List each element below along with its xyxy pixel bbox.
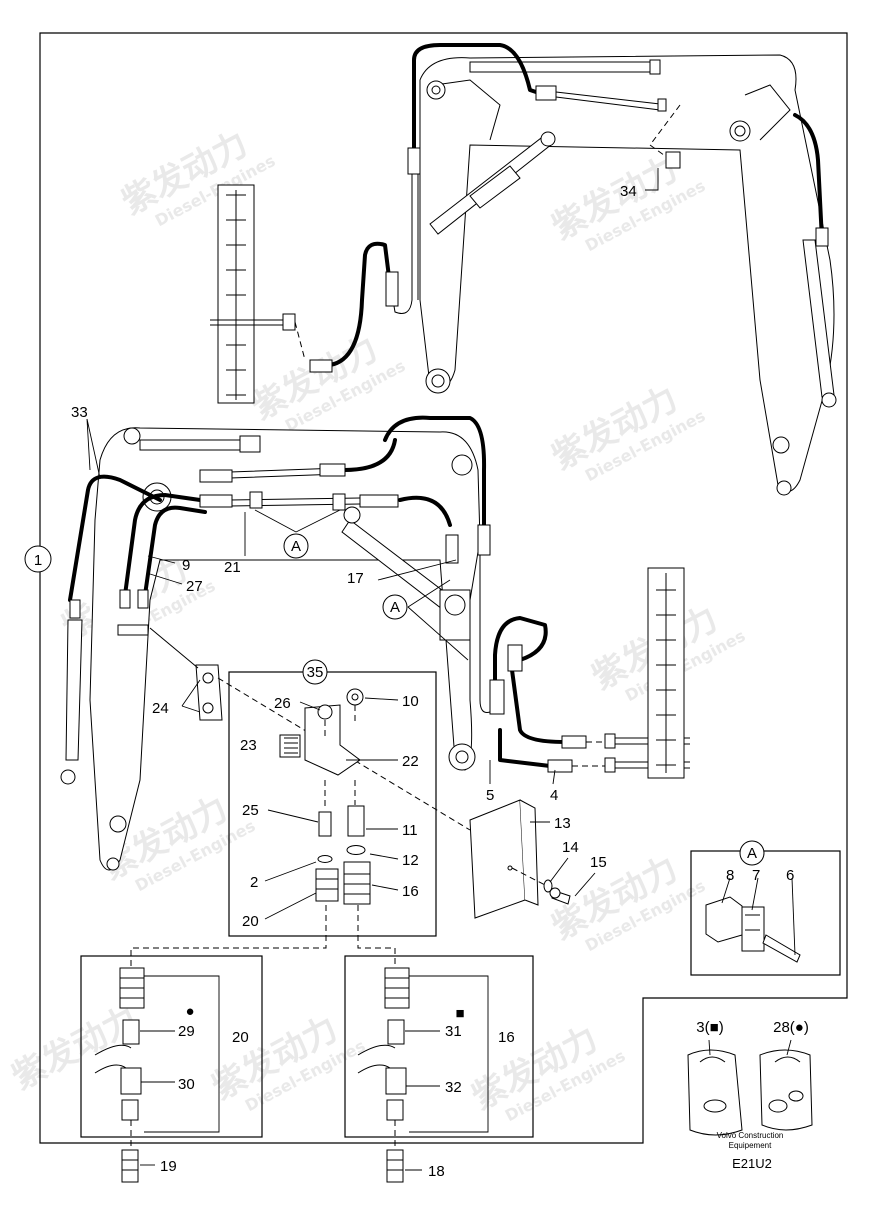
callout-22: 22 (402, 753, 419, 770)
callout-7: 7 (752, 867, 760, 884)
callout-31: 31 (445, 1023, 462, 1040)
part-13-cover (469, 799, 571, 919)
callout-35: 35 (307, 664, 324, 681)
callout-14: 14 (562, 839, 579, 856)
main-frame (39, 32, 848, 1144)
callout-11: 11 (402, 822, 418, 839)
callout-6: 6 (786, 867, 794, 884)
callout-25: 25 (242, 802, 259, 819)
callout-26: 26 (274, 695, 291, 712)
callout-28: 28(●) (773, 1019, 809, 1036)
callout-19: 19 (160, 1158, 177, 1175)
callout-circle-35 (302, 659, 328, 685)
callout-32: 32 (445, 1079, 462, 1096)
callout-21: 21 (224, 559, 241, 576)
detail-a-circle-1 (283, 533, 309, 559)
detail-a-circle-2 (382, 594, 408, 620)
callout-9: 9 (182, 557, 190, 574)
marker-square: ■ (455, 1005, 464, 1022)
coupling-box-20 (80, 955, 263, 1138)
callout-15: 15 (590, 854, 607, 871)
detail-a-label-2: A (390, 599, 400, 616)
detail-link-20 (130, 905, 327, 968)
callout-18: 18 (428, 1163, 445, 1180)
detail-35-parts (279, 688, 371, 905)
detail-box-35 (228, 671, 437, 937)
callout-27: 27 (186, 578, 203, 595)
detail-a-label-1: A (291, 538, 301, 555)
callout-2: 2 (250, 874, 258, 891)
detail-a-circle-3 (739, 840, 765, 866)
detail-a-label-3: A (747, 845, 757, 862)
callout-5: 5 (486, 787, 494, 804)
callout-10: 10 (402, 693, 419, 710)
drawing-code: E21U2 (732, 1156, 772, 1171)
leader-lines (86, 168, 796, 1171)
callout-1: 1 (34, 552, 42, 569)
callout-13: 13 (554, 815, 571, 832)
coupling-20-parts (94, 967, 220, 1183)
bag-28 (759, 1049, 813, 1131)
callout-20b: 20 (232, 1029, 249, 1046)
coupling-box-16 (344, 955, 534, 1138)
brand-line-2: Equipement (729, 1141, 772, 1150)
callout-30: 30 (178, 1076, 195, 1093)
callout-20: 20 (242, 913, 259, 930)
callout-33: 33 (71, 404, 88, 421)
coupling-16-parts (357, 967, 489, 1183)
detail-A-parts (705, 896, 801, 963)
brand-line-1: Volvo Construction (717, 1131, 784, 1140)
detail-link-16 (357, 905, 396, 968)
callout-34: 34 (620, 183, 637, 200)
callout-circle-1 (24, 545, 52, 573)
callout-3: 3(■) (696, 1019, 723, 1036)
callout-23: 23 (240, 737, 257, 754)
callout-labels: 1 33 34 9 27 21 A 17 A 24 35 26 10 23 22… (24, 183, 809, 1180)
bag-3 (687, 1049, 743, 1136)
callout-16b: 16 (498, 1029, 515, 1046)
callout-16: 16 (402, 883, 419, 900)
upper-boom-assembly (210, 43, 837, 496)
lower-boom-assembly (60, 415, 690, 871)
callout-29: 29 (178, 1023, 195, 1040)
marker-dot: ● (185, 1003, 194, 1020)
callout-4: 4 (550, 787, 558, 804)
callout-24: 24 (152, 700, 169, 717)
detail-box-A (690, 850, 841, 976)
callout-12: 12 (402, 852, 419, 869)
callout-17: 17 (347, 570, 364, 587)
callout-8: 8 (726, 867, 734, 884)
